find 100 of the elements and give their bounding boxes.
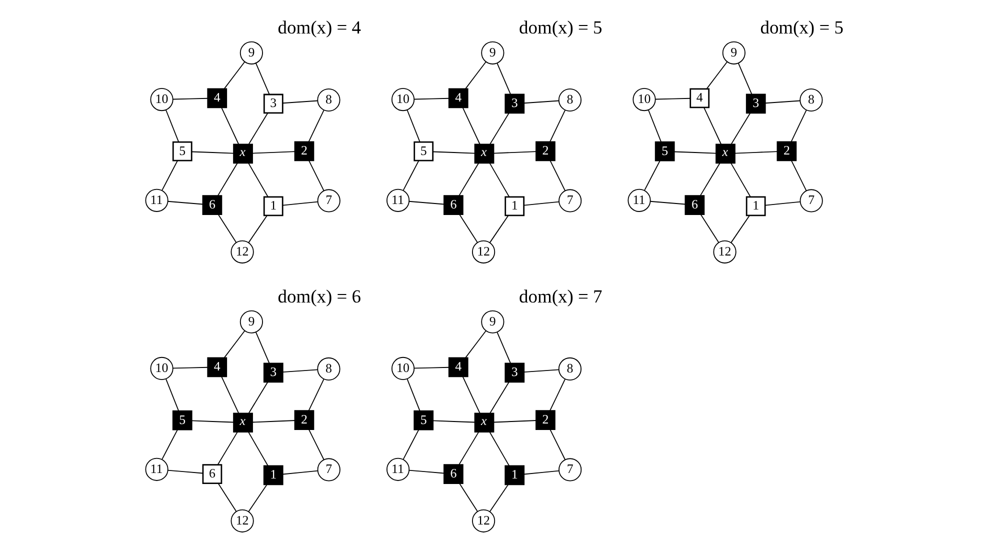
node-circle: 8 — [558, 88, 582, 112]
connector — [550, 429, 566, 460]
connector — [308, 160, 324, 191]
node-box: 6 — [444, 464, 464, 484]
connector — [493, 420, 537, 423]
node-box: x — [474, 412, 494, 433]
node-circle: 7 — [558, 189, 582, 212]
connector — [248, 382, 268, 414]
node-box: 3 — [504, 362, 525, 383]
connector — [162, 429, 178, 460]
connector — [706, 61, 728, 90]
connector — [674, 151, 716, 154]
node-box: 6 — [444, 195, 464, 215]
connector — [406, 110, 420, 143]
connector — [162, 160, 178, 191]
node-box: x — [233, 412, 253, 433]
connector — [730, 112, 751, 144]
connector — [218, 483, 237, 512]
connector — [496, 62, 512, 95]
node-circle: 11 — [628, 188, 651, 212]
connector — [166, 110, 180, 143]
node-circle: 9 — [481, 310, 504, 334]
connector — [730, 215, 750, 244]
connector — [465, 330, 486, 358]
connector — [172, 366, 208, 369]
node-box: 2 — [536, 141, 556, 162]
connector — [524, 201, 560, 206]
node-circle: 10 — [150, 356, 174, 380]
connector — [703, 106, 722, 145]
connector — [168, 200, 204, 205]
node-circle: 7 — [317, 189, 340, 212]
node-box: x — [474, 144, 494, 164]
node-box: 5 — [414, 410, 434, 430]
connector — [414, 98, 450, 100]
connector — [408, 200, 444, 205]
connector — [459, 214, 478, 243]
node-circle: 11 — [145, 188, 168, 212]
node-circle: 12 — [230, 509, 254, 532]
node-box: 4 — [207, 88, 228, 108]
node-box: 6 — [684, 195, 705, 215]
connector — [462, 376, 480, 414]
node-circle: 9 — [240, 310, 263, 334]
node-circle: 9 — [722, 41, 746, 64]
node-box: 3 — [263, 94, 284, 114]
connector — [489, 484, 509, 512]
connector — [224, 330, 246, 358]
connector — [308, 110, 324, 142]
connector — [550, 160, 566, 191]
node-circle: 7 — [558, 458, 582, 482]
node-circle: 8 — [317, 357, 340, 381]
label: dom(x) = 7 — [518, 286, 602, 306]
connector — [252, 151, 296, 154]
connector — [490, 382, 510, 414]
connector — [648, 110, 662, 143]
connector — [524, 100, 560, 104]
connector — [248, 215, 268, 244]
connector — [644, 160, 660, 191]
node-box: 4 — [690, 88, 710, 108]
connector — [308, 429, 324, 460]
node-circle: 8 — [800, 88, 823, 112]
connector — [654, 98, 691, 100]
connector — [255, 332, 270, 364]
node-box: 3 — [746, 94, 766, 114]
node-box: x — [716, 144, 736, 164]
connector — [408, 470, 444, 474]
connector — [248, 112, 268, 144]
node-circle: 8 — [317, 88, 340, 112]
connector — [282, 201, 318, 206]
connector — [406, 378, 420, 412]
node-box: 6 — [202, 464, 222, 484]
node-box: x — [233, 144, 253, 164]
node-circle: 9 — [481, 41, 504, 64]
connector — [489, 215, 509, 244]
node-circle: 7 — [317, 458, 340, 482]
connector — [462, 106, 480, 145]
connector — [248, 162, 268, 198]
connector — [218, 214, 237, 243]
connector — [459, 483, 478, 512]
label: dom(x) = 5 — [760, 17, 844, 38]
node-circle: 8 — [558, 357, 582, 381]
connector — [738, 62, 752, 95]
connector — [414, 366, 450, 369]
node-box: 5 — [172, 410, 192, 430]
node-circle: 11 — [386, 188, 410, 212]
node-circle: 11 — [145, 458, 168, 481]
connector — [255, 62, 270, 95]
connector — [248, 484, 268, 512]
connector — [282, 369, 318, 373]
node-box: 4 — [448, 88, 468, 108]
label: dom(x) = 5 — [518, 17, 602, 38]
connector — [308, 378, 324, 412]
connector — [252, 420, 296, 423]
node-box: 5 — [654, 141, 675, 162]
connector — [192, 420, 234, 423]
connector — [791, 160, 807, 191]
connector — [217, 162, 238, 196]
node-circle: 10 — [391, 356, 415, 380]
node-circle: 10 — [632, 88, 656, 112]
node-box: 1 — [746, 196, 766, 216]
connector — [764, 201, 801, 206]
